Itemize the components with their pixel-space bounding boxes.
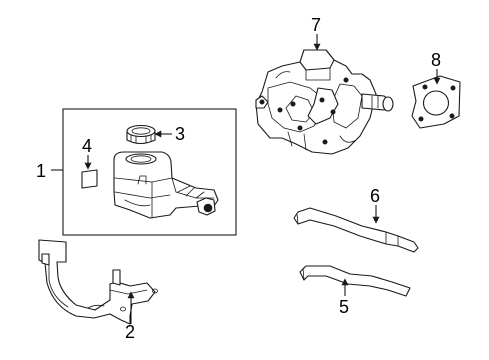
booster-gasket[interactable] [411,75,461,129]
leader-arrow-5 [341,278,349,286]
brake-fluid-reservoir[interactable] [113,151,219,219]
caution-label[interactable] [81,169,98,189]
callout-3: 3 [175,124,185,144]
leader-arrow-6 [372,216,380,224]
leader-arrow-8 [433,77,441,85]
callout-1: 1 [36,161,46,181]
reservoir-cap[interactable] [126,124,156,145]
leader-arrow-2 [127,291,135,299]
brake-booster[interactable] [255,49,394,155]
mounting-bracket[interactable] [38,239,158,325]
callout-6: 6 [370,186,380,206]
callout-5: 5 [339,297,349,317]
reservoir-assembly-box [62,108,237,236]
leader-arrow-7 [313,43,321,51]
callout-4: 4 [82,136,92,156]
callout-8: 8 [431,50,441,70]
vacuum-hose-lower[interactable] [299,265,411,297]
callout-2: 2 [125,322,135,342]
callout-7: 7 [311,15,321,35]
leader-arrow-4 [84,162,92,170]
leader-arrow-3 [154,130,162,138]
vacuum-hose-upper[interactable] [293,207,419,253]
